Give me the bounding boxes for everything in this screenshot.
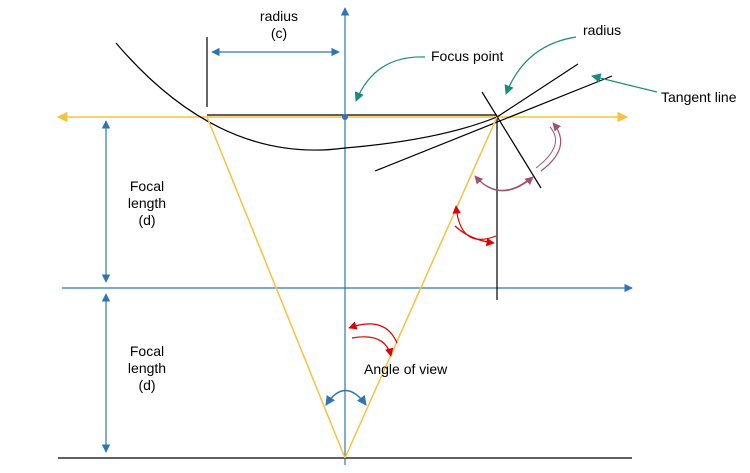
focal-upper-line1: Focal: [129, 178, 165, 194]
normal-line: [481, 91, 542, 189]
angle-of-view-arrow: [325, 389, 367, 406]
mauve-angle-arrow-2b: [479, 179, 529, 191]
mauve-angle-arrow-1: [540, 122, 562, 172]
view-line-left: [206, 116, 346, 459]
red-angle-arrow-2: [454, 225, 495, 247]
focal-lower-line1: Focal: [129, 343, 165, 359]
focal-upper-line3: (d): [138, 212, 156, 228]
tangent-line-label: Tangent line: [661, 89, 737, 105]
radius-c-label: radius (c): [252, 8, 306, 42]
red-center-arrow-2: [351, 336, 394, 357]
mauve-angle-arrow-1b: [535, 126, 557, 169]
radius-c-label-line2: (c): [270, 25, 288, 41]
red-center-arrow-1: [348, 321, 398, 344]
red-angle-arrow-1: [452, 205, 497, 240]
focal-length-upper-label: Focal length (d): [120, 178, 174, 229]
tangent-callout: [591, 73, 658, 93]
focal-length-lower-label: Focal length (d): [120, 343, 174, 394]
radius-callout: [504, 36, 577, 95]
angle-of-view-label: Angle of view: [364, 361, 448, 377]
focus-point-dot: [342, 114, 348, 120]
focal-lower-line2: length: [127, 360, 167, 376]
radius-c-label-line1: radius: [259, 8, 299, 24]
mirror-curve: [115, 42, 579, 151]
focus-point-callout: [354, 56, 426, 102]
focal-lower-line3: (d): [138, 377, 156, 393]
focal-upper-line2: length: [127, 195, 167, 211]
focus-point-label: Focus point: [431, 48, 504, 64]
view-line-right: [344, 116, 498, 459]
radius-right-label: radius: [583, 22, 622, 38]
